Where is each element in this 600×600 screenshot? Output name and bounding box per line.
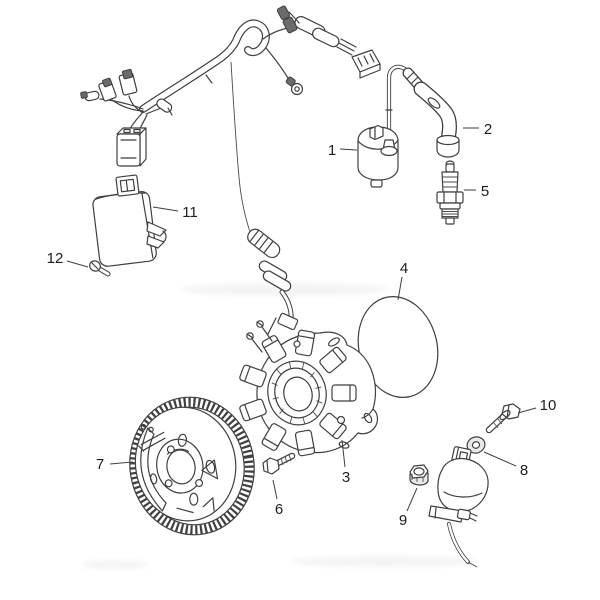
harness-multipin-connector (351, 49, 381, 79)
stator-assembly (239, 312, 379, 457)
callout-leader-3 (341, 439, 346, 468)
harness-bullet-connector (156, 98, 173, 116)
callout-label-10: 10 (540, 397, 557, 414)
cdi-unit (92, 174, 167, 267)
harness-connector-block (116, 127, 147, 167)
watermark-smudge (290, 556, 480, 567)
cdi-mounting-screw (89, 260, 111, 277)
pickup-bracket (428, 505, 478, 523)
callout-label-1: 1 (328, 142, 336, 159)
stator-wire-clamp (246, 312, 299, 353)
callout-leader-8 (483, 451, 517, 467)
callout-leader-7 (109, 461, 134, 465)
pickup-coil-assembly (428, 446, 489, 568)
callout-label-3: 3 (342, 469, 350, 486)
harness-spade-terminal (118, 68, 138, 96)
callout-leader-11 (152, 206, 179, 212)
callout-label-8: 8 (520, 462, 528, 479)
flywheel-nut (409, 464, 429, 486)
callout-label-11: 11 (182, 204, 198, 221)
callout-label-4: 4 (400, 260, 408, 277)
callout-label-6: 6 (275, 501, 283, 518)
harness-small-connector (276, 5, 298, 34)
cdi-connector (115, 174, 140, 197)
harness-bullet-terminal (80, 90, 100, 102)
callouts: 1 2 3 4 5 6 7 8 9 10 11 12 (47, 121, 557, 529)
wire-boot (247, 228, 292, 292)
coil-wire-boot (380, 139, 398, 157)
stator-bore (267, 360, 327, 426)
watermark-smudge (80, 560, 150, 569)
harness-ring-terminal (285, 76, 304, 96)
flywheel-rotor (129, 396, 255, 536)
callout-leader-4 (397, 276, 403, 301)
callout-leader-12 (66, 260, 89, 268)
stator-bolt (262, 452, 296, 475)
pickup-bolt (485, 403, 521, 434)
spark-plug (436, 160, 464, 225)
stator-lead-wire (230, 61, 294, 325)
callout-label-2: 2 (484, 121, 492, 138)
ignition-coil (357, 64, 412, 188)
callout-leader-10 (517, 407, 537, 414)
wiring-harness (80, 5, 381, 167)
harness-spade-terminal (98, 77, 117, 102)
callout-leader-1 (339, 148, 358, 151)
callout-label-5: 5 (481, 183, 489, 200)
cdi-bracket (146, 221, 167, 249)
harness-inline-sleeve (294, 16, 340, 48)
stator-coils (239, 329, 357, 457)
callout-leader-6 (272, 479, 278, 500)
callout-label-9: 9 (399, 512, 407, 529)
cap-opening (436, 134, 460, 158)
callout-leader-9 (406, 487, 418, 512)
callout-label-7: 7 (96, 456, 104, 473)
spark-plug-cap (402, 67, 460, 158)
flywheel-washer (466, 436, 486, 454)
callout-label-12: 12 (47, 250, 64, 267)
